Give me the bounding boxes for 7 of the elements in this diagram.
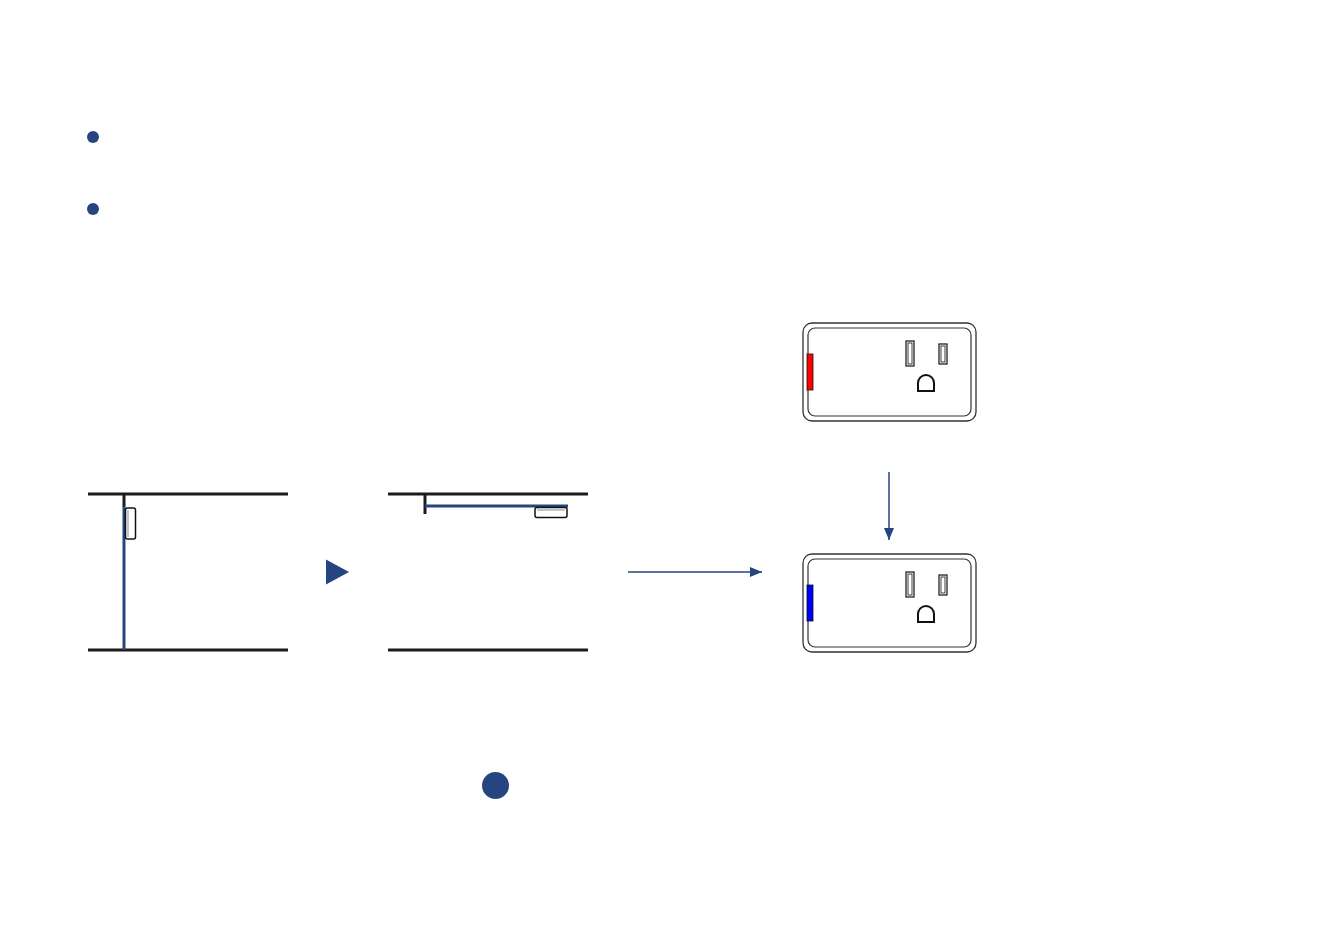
arrow [627, 567, 763, 577]
smart-plug-drawing [802, 322, 977, 422]
door-open-drawing [388, 492, 588, 652]
arrow [326, 559, 349, 585]
arrow [884, 471, 894, 541]
smart-plug-drawing [802, 553, 977, 654]
door-closed-drawing [88, 492, 288, 652]
